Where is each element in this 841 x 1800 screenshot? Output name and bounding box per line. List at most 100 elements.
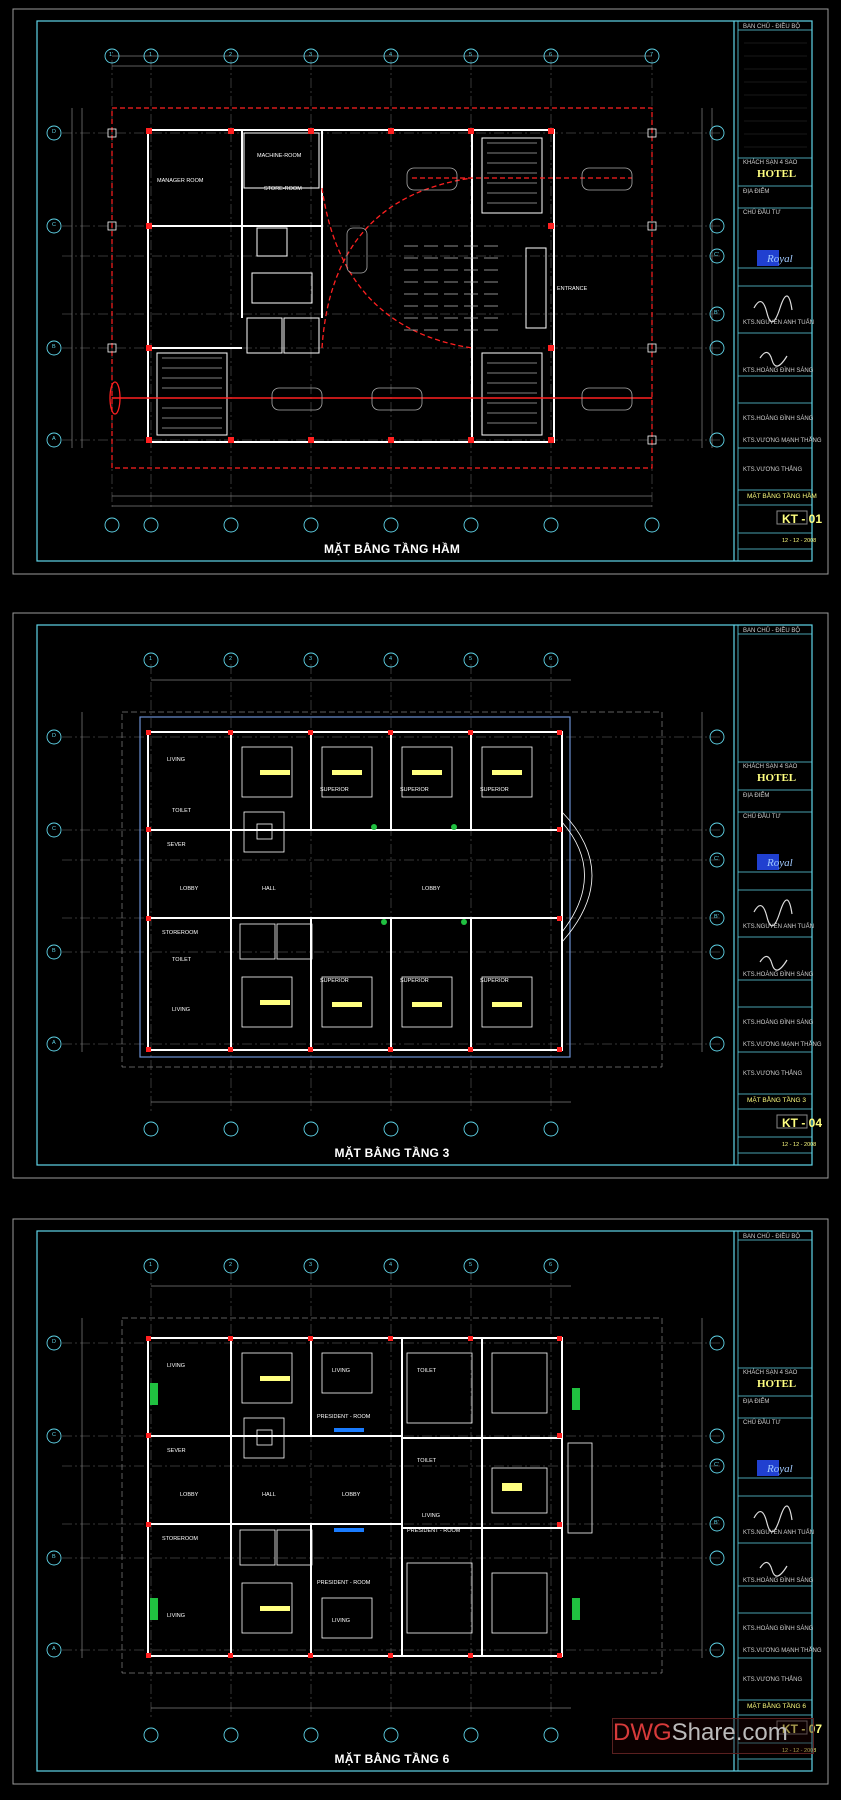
room-label: LOBBY [342, 1492, 361, 1498]
tb-line1: BAN CHỦ - ĐIỀU BỘ [743, 1234, 801, 1240]
room-label: SUPERIOR [320, 787, 349, 793]
tb-architect2: KTS.HOÀNG ĐÌNH SÁNG [743, 972, 814, 978]
room-label: PRESIDENT - ROOM [317, 1414, 371, 1420]
grid-label-row: A [52, 1040, 56, 1046]
tb-location-label: ĐỊA ĐIỂM [743, 1399, 770, 1405]
floor3-plan-drawing [12, 612, 829, 1179]
grid-label-col: 6 [549, 52, 553, 58]
room-label: LIVING [422, 1513, 441, 1519]
tb-architect3: KTS.HOÀNG ĐÌNH SÁNG [743, 1626, 814, 1632]
grid-label-row: B [52, 1554, 56, 1560]
drawing-sheet-floor6: 1 2 3 4 5 6 D C B A C' B' LIVING SEVER L… [12, 1218, 829, 1786]
tb-brand: Royal [767, 253, 793, 265]
room-label: ENTRANCE [557, 286, 588, 292]
room-label: LOBBY [180, 1492, 199, 1498]
room-label: SUPERIOR [320, 978, 349, 984]
tb-qa-name: KTS.VƯƠNG THẮNG [743, 1677, 803, 1683]
tb-architect4: KTS.VƯƠNG MẠNH THẮNG [743, 1648, 822, 1654]
grid-label-col: 1' [109, 52, 114, 58]
tb-date: 12 - 12 - 2008 [782, 1748, 817, 1754]
tb-project-name: HOTEL [757, 772, 797, 784]
grid-label-row: C' [714, 856, 720, 862]
drawing-sheet-basement: 1' 1 2 3 4 5 6 7 D C B A C' B' MACHINE-R… [12, 8, 829, 576]
grid-label-col: 7 [650, 52, 654, 58]
tb-qa-name: KTS.VƯƠNG THẮNG [743, 1071, 803, 1077]
grid-label-col: 1 [149, 1262, 153, 1268]
tb-date: 12 - 12 - 2008 [782, 1142, 817, 1148]
grid-label-row: B' [714, 1520, 719, 1526]
room-label: SUPERIOR [480, 787, 509, 793]
tb-location-label: ĐỊA ĐIỂM [743, 189, 770, 195]
grid-label-col: 5 [469, 52, 473, 58]
tb-line1: BAN CHỦ - ĐIỀU BỘ [743, 628, 801, 634]
dwgshare-watermark: DWGShare.com [612, 1718, 814, 1754]
room-label: LOBBY [180, 886, 199, 892]
room-label: SUPERIOR [480, 978, 509, 984]
grid-label-col: 6 [549, 656, 553, 662]
tb-sheet-number: KT - 04 [782, 1116, 823, 1130]
grid-label-col: 3 [309, 52, 313, 58]
tb-owner-label: CHỦ ĐẦU TƯ [743, 814, 781, 820]
grid-label-col: 3 [309, 656, 313, 662]
grid-label-col: 5 [469, 1262, 473, 1268]
room-label: PRESIDENT - ROOM [317, 1580, 371, 1586]
grid-label-row: B [52, 948, 56, 954]
room-label: SUPERIOR [400, 978, 429, 984]
grid-label-row: C [52, 222, 56, 228]
grid-label-col: 1 [149, 656, 153, 662]
tb-architect1: KTS.NGUYỄN ANH TUẤN [743, 1530, 814, 1536]
room-label: TOILET [417, 1458, 437, 1464]
room-label: HALL [262, 1492, 276, 1498]
room-label: LIVING [172, 1007, 191, 1013]
tb-date: 12 - 12 - 2008 [782, 538, 817, 544]
tb-architect2: KTS.HOÀNG ĐÌNH SÁNG [743, 368, 814, 374]
tb-location-label: ĐỊA ĐIỂM [743, 793, 770, 799]
tb-drawing-name: MẶT BẰNG TẦNG HẦM [747, 493, 817, 500]
room-label: STOREROOM [162, 930, 198, 936]
tb-owner-label: CHỦ ĐẦU TƯ [743, 1420, 781, 1426]
grid-label-col: 2 [229, 1262, 233, 1268]
tb-line1: BAN CHỦ - ĐIỀU BỘ [743, 24, 801, 30]
sheet-title: MẶT BẰNG TẦNG 6 [334, 1752, 450, 1766]
grid-label-col: 1 [149, 52, 153, 58]
grid-label-row: D [52, 129, 56, 135]
grid-label-row: C [52, 1432, 56, 1438]
grid-label-row: D [52, 1339, 56, 1345]
sheet-title: MẶT BẰNG TẦNG HẦM [323, 542, 461, 556]
room-label: TOILET [417, 1368, 437, 1374]
tb-brand: Royal [767, 857, 793, 869]
floor6-plan-drawing [12, 1218, 829, 1785]
tb-architect1: KTS.NGUYỄN ANH TUẤN [743, 924, 814, 930]
tb-architect4: KTS.VƯƠNG MẠNH THẮNG [743, 1042, 822, 1048]
grid-label-row: B' [714, 310, 719, 316]
grid-label-col: 4 [389, 52, 393, 58]
room-label: LIVING [167, 1363, 186, 1369]
grid-label-row: B' [714, 914, 719, 920]
tb-project-name: HOTEL [757, 168, 797, 180]
drawing-sheet-floor3: 1 2 3 4 5 6 D C B A C' B' LIVING TOILET … [12, 612, 829, 1180]
room-label: LIVING [332, 1368, 351, 1374]
room-label: MANAGER ROOM [157, 178, 204, 184]
room-label: SUPERIOR [400, 787, 429, 793]
room-label: SEVER [167, 842, 186, 848]
grid-label-row: C' [714, 1462, 720, 1468]
tb-architect3: KTS.HOÀNG ĐÌNH SÁNG [743, 416, 814, 422]
tb-architect3: KTS.HOÀNG ĐÌNH SÁNG [743, 1020, 814, 1026]
grid-label-col: 2 [229, 656, 233, 662]
tb-project-name: HOTEL [757, 1378, 797, 1390]
room-label: LIVING [332, 1618, 351, 1624]
tb-qa-name: KTS.VƯƠNG THẮNG [743, 467, 803, 473]
room-label: PRESIDENT - ROOM [407, 1528, 461, 1534]
tb-sheet-number: KT - 01 [782, 512, 823, 526]
grid-label-col: 6 [549, 1262, 553, 1268]
sheet-title: MẶT BẰNG TẦNG 3 [334, 1146, 450, 1160]
room-label: STORE-ROOM [264, 186, 302, 192]
watermark-part1: DWG [613, 1719, 672, 1746]
tb-project-small: KHÁCH SẠN 4 SAO [743, 160, 798, 166]
tb-project-small: KHÁCH SẠN 4 SAO [743, 1370, 798, 1376]
tb-brand: Royal [767, 1463, 793, 1475]
grid-label-col: 3 [309, 1262, 313, 1268]
grid-label-row: D [52, 733, 56, 739]
basement-plan-drawing [12, 8, 829, 575]
tb-architect1: KTS.NGUYỄN ANH TUẤN [743, 320, 814, 326]
